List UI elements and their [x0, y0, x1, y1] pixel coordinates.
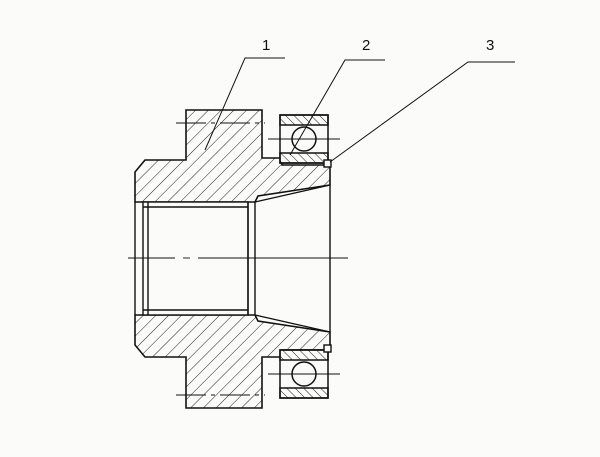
leader-1 — [204, 57, 285, 151]
leader-lines — [204, 57, 515, 163]
hub-upper-section — [134, 109, 331, 203]
retaining-ring — [323, 159, 332, 353]
callout-3: 3 — [486, 37, 494, 54]
leader-2 — [289, 59, 385, 156]
centerlines — [128, 122, 348, 396]
callout-1: 1 — [262, 37, 270, 54]
bore-outline — [134, 184, 331, 333]
bearing-upper — [268, 114, 340, 164]
callout-2: 2 — [362, 37, 370, 54]
hub-lower-section — [134, 314, 331, 409]
bearing-lower — [268, 349, 340, 399]
leader-3 — [329, 61, 515, 163]
